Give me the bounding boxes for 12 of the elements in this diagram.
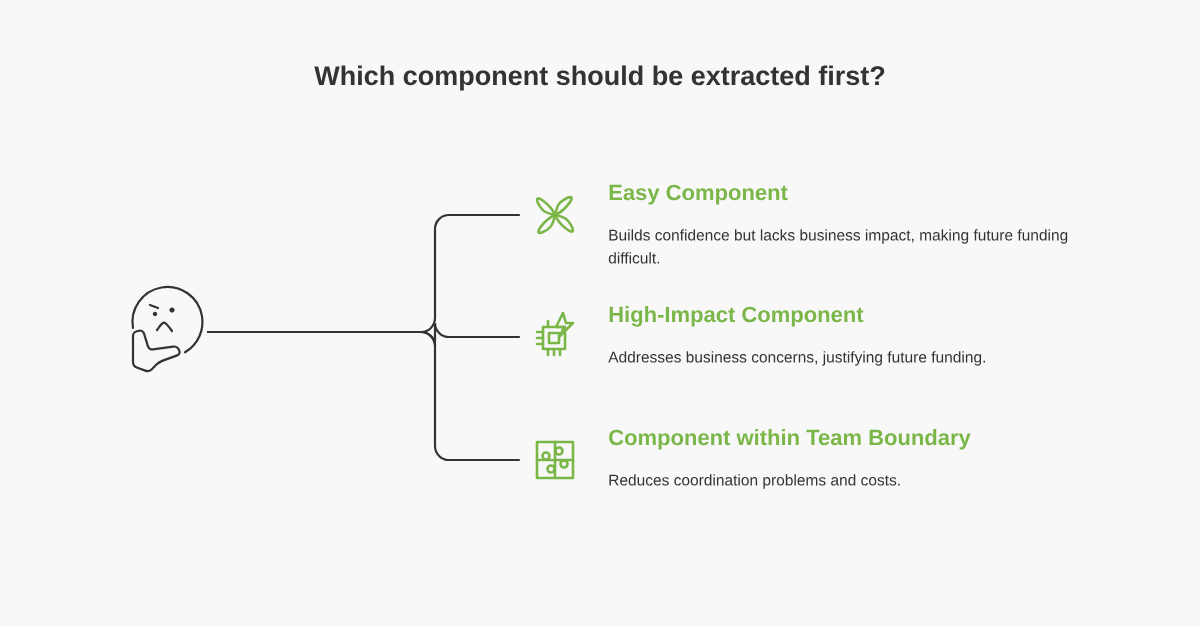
flower-icon xyxy=(535,195,575,235)
description: Builds confidence but lacks business impact, making future funding difficult. xyxy=(608,229,1068,264)
heading: High-Impact Component xyxy=(609,306,864,327)
title: Which component should be extracted first? xyxy=(314,65,885,91)
connector-line xyxy=(207,330,520,462)
puzzle-icon xyxy=(535,440,575,480)
description: Reduces coordination problems and costs. xyxy=(609,474,900,489)
description: Addresses business concerns, justifying future funding. xyxy=(608,351,985,366)
chip-icon xyxy=(535,311,575,357)
heading: Component within Team Boundary xyxy=(609,429,971,450)
thinking-face-icon xyxy=(131,285,204,373)
heading: Easy Component xyxy=(609,184,788,205)
